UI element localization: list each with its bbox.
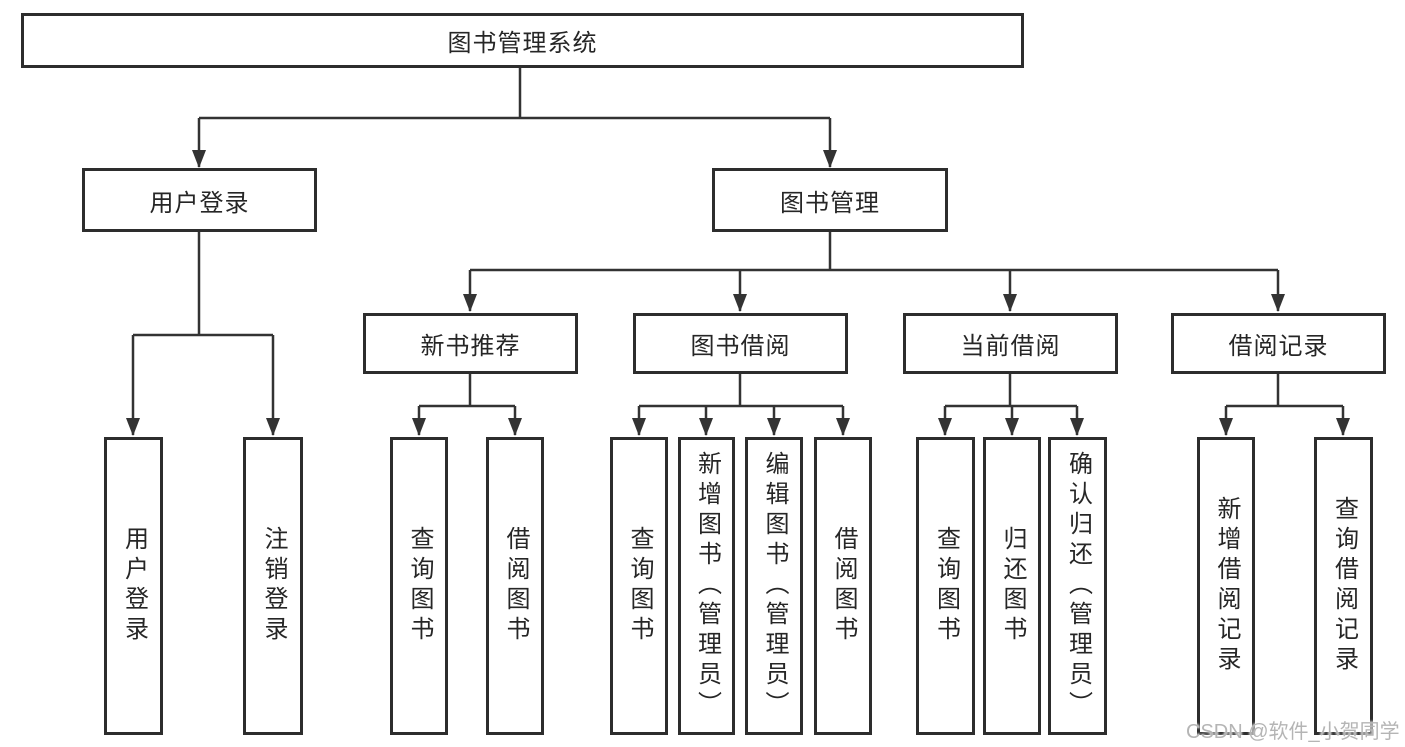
leaf-borrow-books-1: 借阅图书 xyxy=(486,437,544,735)
node-label: 新增图书（管理员） xyxy=(693,451,721,721)
leaf-confirm-return-admin: 确认归还（管理员） xyxy=(1048,437,1107,735)
node-label: 新增借阅记录 xyxy=(1213,496,1240,676)
connector-book-borrowing-to-leaves xyxy=(632,374,850,436)
node-library-management-system: 图书管理系统 xyxy=(21,13,1024,68)
node-label: 注销登录 xyxy=(260,526,287,646)
connector-root-to-level2 xyxy=(192,68,837,168)
node-label: 确认归还（管理员） xyxy=(1064,451,1092,721)
leaf-user-login: 用户登录 xyxy=(104,437,163,735)
connector-borrowing-records-to-leaves xyxy=(1219,374,1350,436)
node-new-book-recommend: 新书推荐 xyxy=(363,313,578,374)
node-label: 查询借阅记录 xyxy=(1330,496,1358,676)
node-label: 借阅图书 xyxy=(830,526,857,646)
node-current-borrowing: 当前借阅 xyxy=(903,313,1118,374)
node-label: 查询图书 xyxy=(932,526,960,646)
node-label: 用户登录 xyxy=(149,189,250,217)
node-label: 借阅图书 xyxy=(502,526,529,646)
leaf-add-books-admin: 新增图书（管理员） xyxy=(678,437,735,735)
leaf-query-books-1: 查询图书 xyxy=(390,437,448,735)
connector-current-borrowing-to-leaves xyxy=(938,374,1084,436)
node-label: 新书推荐 xyxy=(420,333,521,360)
connector-new-book-recommend-to-leaves xyxy=(412,374,522,436)
leaf-query-books-3: 查询图书 xyxy=(916,437,975,735)
node-label: 查询图书 xyxy=(626,526,653,646)
node-book-management: 图书管理 xyxy=(712,168,948,232)
leaf-return-books: 归还图书 xyxy=(983,437,1041,735)
node-label: 图书借阅 xyxy=(690,333,791,360)
node-label: 用户登录 xyxy=(120,526,148,646)
csdn-watermark: CSDN @软件_小贺同学 xyxy=(1186,721,1400,743)
leaf-edit-books-admin: 编辑图书（管理员） xyxy=(745,437,803,735)
leaf-query-books-2: 查询图书 xyxy=(610,437,668,735)
node-label: 借阅记录 xyxy=(1228,333,1329,360)
leaf-borrow-books-2: 借阅图书 xyxy=(814,437,872,735)
node-label: 编辑图书（管理员） xyxy=(761,451,788,721)
leaf-logout: 注销登录 xyxy=(243,437,303,735)
leaf-query-borrow-record: 查询借阅记录 xyxy=(1314,437,1373,735)
node-book-borrowing: 图书借阅 xyxy=(633,313,848,374)
node-user-login: 用户登录 xyxy=(82,168,317,232)
node-borrowing-records: 借阅记录 xyxy=(1171,313,1386,374)
leaf-add-borrow-record: 新增借阅记录 xyxy=(1197,437,1255,735)
node-label: 图书管理系统 xyxy=(447,30,598,57)
node-label: 归还图书 xyxy=(999,526,1026,646)
node-label: 查询图书 xyxy=(406,526,433,646)
connector-user-login-to-leaves xyxy=(126,232,280,436)
node-label: 图书管理 xyxy=(780,189,880,217)
node-label: 当前借阅 xyxy=(960,333,1061,360)
connector-book-management-to-level3 xyxy=(463,232,1285,312)
